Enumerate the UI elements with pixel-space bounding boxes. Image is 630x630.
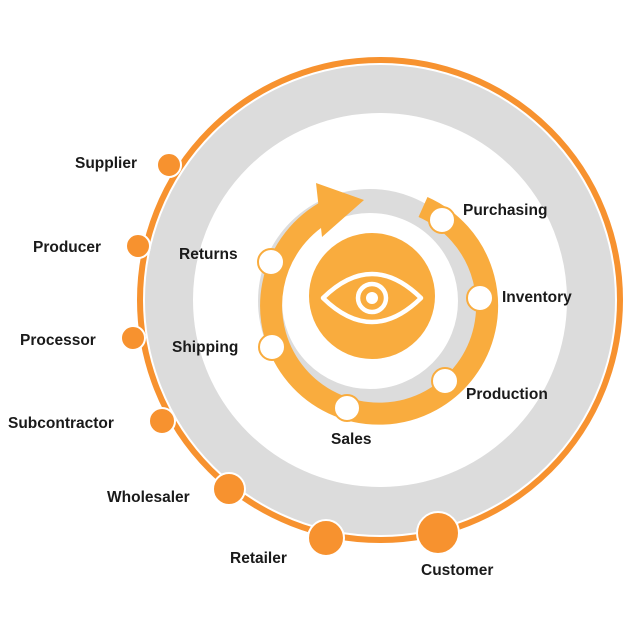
- node-dot: [307, 519, 345, 557]
- node-label: Inventory: [502, 289, 572, 306]
- node-label: Customer: [421, 562, 493, 579]
- outer-node-retailer: Retailer: [230, 519, 345, 567]
- node-label: Purchasing: [463, 202, 547, 219]
- cycle-arrowhead: [316, 183, 364, 237]
- outer-node-supplier: Supplier: [75, 152, 182, 178]
- inner-node-purchasing: Purchasing: [428, 202, 547, 234]
- node-dot: [156, 152, 182, 178]
- inner-node-inventory: Inventory: [466, 284, 572, 312]
- node-dot: [258, 333, 286, 361]
- node-label: Returns: [179, 246, 238, 263]
- node-dot: [125, 233, 151, 259]
- inner-node-shipping: Shipping: [172, 333, 286, 361]
- inner-cycle-arrow-ring: [260, 196, 499, 425]
- outer-node-wholesaler: Wholesaler: [107, 472, 246, 506]
- node-label: Producer: [33, 239, 101, 256]
- node-label: Shipping: [172, 339, 238, 356]
- node-dot: [416, 511, 460, 555]
- inner-node-returns: Returns: [179, 246, 285, 276]
- node-label: Subcontractor: [8, 415, 114, 432]
- node-dot: [212, 472, 246, 506]
- outer-node-producer: Producer: [33, 233, 151, 259]
- inner-node-production: Production: [431, 367, 548, 403]
- outer-gray-band: [145, 65, 615, 535]
- node-dot: [431, 367, 459, 395]
- node-label: Wholesaler: [107, 489, 190, 506]
- eye-icon: [320, 271, 424, 325]
- outer-node-processor: Processor: [20, 325, 146, 351]
- node-label: Processor: [20, 332, 96, 349]
- outer-node-customer: Customer: [416, 511, 493, 579]
- outer-orange-ring: [137, 57, 623, 543]
- outer-node-subcontractor: Subcontractor: [8, 407, 176, 435]
- node-label: Supplier: [75, 155, 137, 172]
- node-dot: [466, 284, 494, 312]
- node-dot: [333, 394, 361, 422]
- node-dot: [120, 325, 146, 351]
- node-dot: [428, 206, 456, 234]
- node-dot: [148, 407, 176, 435]
- inner-node-sales: Sales: [331, 394, 372, 448]
- node-label: Sales: [331, 431, 372, 448]
- node-dot: [257, 248, 285, 276]
- node-label: Production: [466, 386, 548, 403]
- node-label: Retailer: [230, 550, 287, 567]
